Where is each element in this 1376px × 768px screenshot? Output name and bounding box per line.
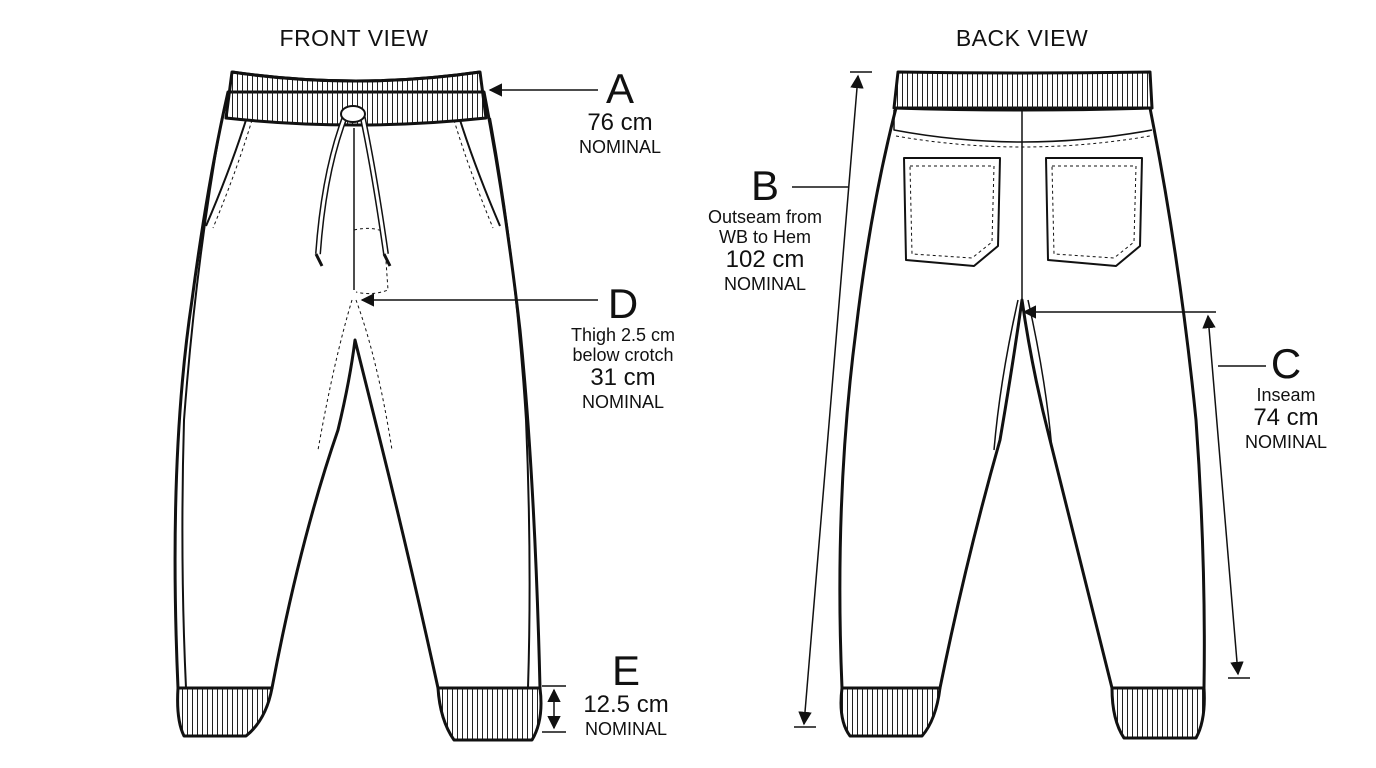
back-left-pocket — [903, 157, 1001, 267]
dim-c-arrow — [1202, 314, 1244, 676]
measurement-c-desc-1: Inseam — [1256, 385, 1316, 405]
front-right-cuff — [436, 686, 543, 742]
measurement-d-letter: D — [607, 280, 639, 327]
measurement-a-letter: A — [605, 65, 634, 112]
measurement-e-label: E 12.5 cm NOMINAL — [566, 650, 686, 739]
measurement-d-tag: NOMINAL — [581, 392, 664, 413]
measurement-d-value: 31 cm — [590, 364, 656, 392]
measurement-c-tag: NOMINAL — [1244, 432, 1327, 453]
front-left-cuff — [176, 686, 274, 738]
measurement-b-desc-1: Outseam from — [707, 207, 823, 227]
measurement-b-letter: B — [750, 162, 779, 209]
back-view-title: BACK VIEW — [955, 25, 1089, 51]
front-view-title: FRONT VIEW — [279, 25, 429, 51]
front-right-side-seam — [489, 117, 531, 689]
measurement-c-letter: C — [1270, 340, 1302, 387]
back-right-cuff — [1110, 686, 1206, 740]
back-right-pocket — [1045, 157, 1143, 267]
measurement-c-value: 74 cm — [1253, 404, 1319, 432]
measurement-a-label: A 76 cm NOMINAL — [560, 68, 680, 157]
measurement-e-letter: E — [611, 647, 640, 694]
measurement-d-desc-1: Thigh 2.5 cm — [570, 325, 676, 345]
back-waistband — [892, 70, 1154, 112]
back-yoke — [893, 110, 1153, 143]
front-left-side-seam — [181, 117, 223, 689]
measurement-a-tag: NOMINAL — [578, 136, 661, 157]
back-pants — [838, 70, 1206, 740]
measurement-lines — [360, 71, 1266, 733]
measurement-b-tag: NOMINAL — [723, 274, 806, 295]
measurement-d-desc-2: below crotch — [572, 345, 674, 366]
back-left-cuff — [839, 686, 942, 738]
measurement-b-label: B Outseam from WB to Hem 102 cm NOMINAL — [690, 162, 840, 295]
front-body-outline — [173, 90, 542, 690]
front-right-pocket — [459, 119, 501, 227]
measurement-a-value: 76 cm — [587, 109, 653, 136]
measurement-d-label: D Thigh 2.5 cm below crotch 31 cm NOMINA… — [548, 280, 698, 413]
measurement-e-tag: NOMINAL — [584, 718, 667, 739]
measurement-c-label: C Inseam 74 cm NOMINAL — [1226, 340, 1346, 453]
front-pants — [173, 70, 543, 742]
measurement-b-desc-2: WB to Hem — [718, 227, 811, 248]
measurement-b-value: 102 cm — [725, 246, 805, 274]
dim-b-arrow — [798, 74, 864, 726]
measurement-e-value: 12.5 cm — [583, 691, 669, 718]
front-left-pocket — [205, 119, 247, 227]
